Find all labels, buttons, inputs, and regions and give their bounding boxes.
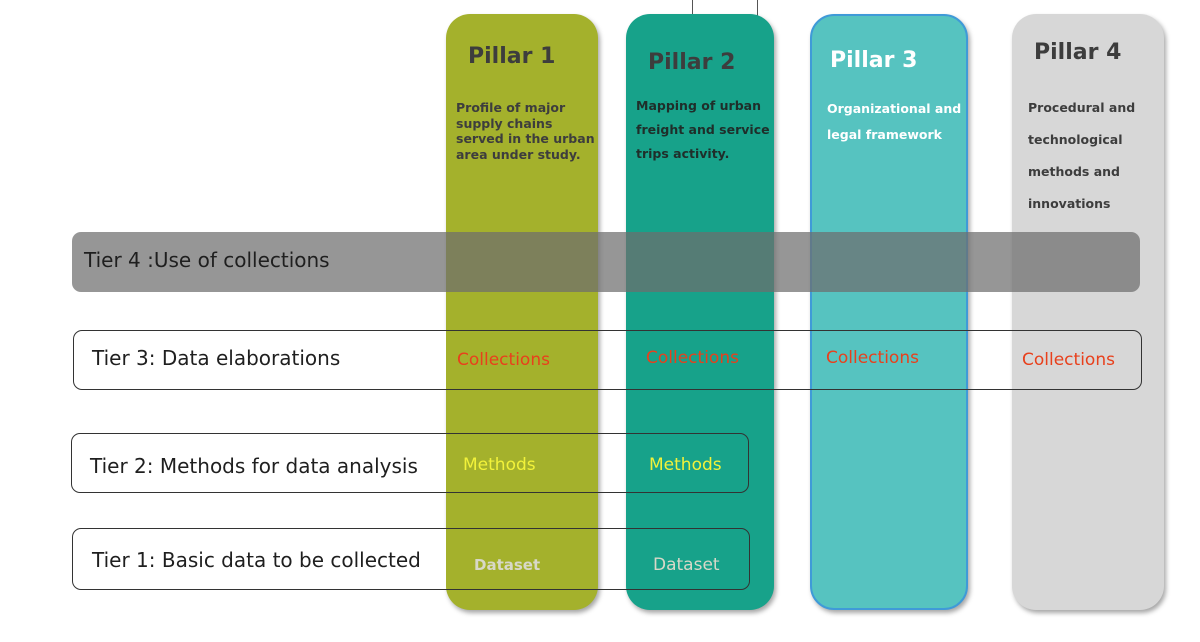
tier-2-pillar-1-methods: Methods	[463, 455, 536, 475]
tier-3-label-background	[74, 331, 446, 389]
tier-4-label: Tier 4 :Use of collections	[84, 248, 330, 272]
pillar-3-description: Organizational and legal framework	[827, 101, 962, 142]
pillar-3-title: Pillar 3	[830, 48, 918, 73]
pillar-3: Pillar 3 Organizational and legal framew…	[810, 14, 968, 610]
tier-2-label-background	[72, 434, 446, 492]
tier-1-band	[72, 528, 750, 590]
tier-3-pillar-1-collections: Collections	[457, 350, 550, 370]
tier-3-pillar-2-collections: Collections	[646, 348, 739, 368]
pillar-2-title: Pillar 2	[648, 50, 736, 75]
tier-3-pillar-4-collections: Collections	[1022, 350, 1115, 370]
tier-1-pillar-2-dataset: Dataset	[653, 555, 720, 575]
tier-2-pillar-2-methods: Methods	[649, 455, 722, 475]
pillar-1: Pillar 1 Profile of major supply chains …	[446, 14, 598, 610]
pillar-4-title: Pillar 4	[1034, 40, 1122, 65]
tier-4-band	[72, 232, 1140, 292]
tier-3-band	[73, 330, 1142, 390]
tier-1-label: Tier 1: Basic data to be collected	[92, 548, 421, 572]
tier-3-label: Tier 3: Data elaborations	[92, 346, 341, 370]
tier-3-pillar-3-collections: Collections	[826, 348, 919, 368]
tier-1-label-background	[73, 529, 446, 589]
pillar-2: Pillar 2 Mapping of urban freight and se…	[626, 14, 774, 610]
pillar-1-description: Profile of major supply chains served in…	[456, 100, 595, 162]
pillar-4-description: Procedural and technological methods and…	[1028, 100, 1136, 211]
tier-2-label: Tier 2: Methods for data analysis	[90, 454, 418, 478]
pillar-2-description: Mapping of urban freight and service tri…	[636, 98, 770, 161]
pillar-4: Pillar 4 Procedural and technological me…	[1012, 14, 1164, 610]
pillar-1-title: Pillar 1	[468, 44, 556, 69]
tier-1-pillar-1-dataset: Dataset	[474, 556, 541, 574]
tier-2-band	[71, 433, 749, 493]
